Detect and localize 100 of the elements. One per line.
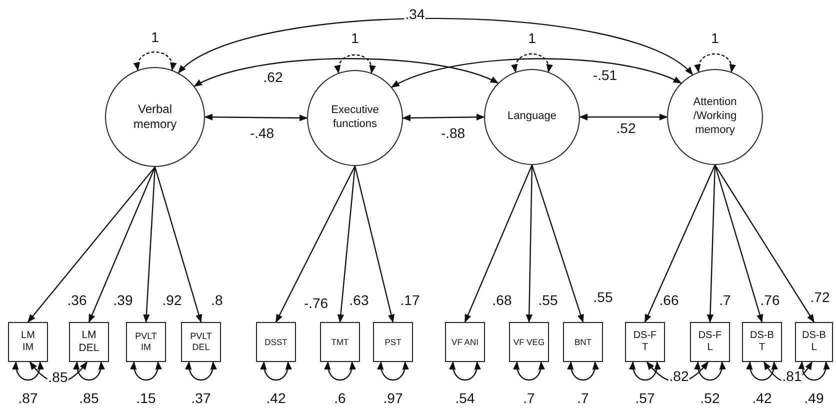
edge-label: .42 <box>265 391 287 405</box>
edge-label: .76 <box>759 293 781 307</box>
variance-loop-arrow <box>260 361 292 380</box>
variable-name: Attention /Working memory <box>692 96 738 138</box>
covariance-arrow <box>391 58 682 88</box>
variable-name: DS-B T <box>749 330 775 354</box>
observed-variable-box <box>509 322 549 362</box>
variable-name: VF VEG <box>512 336 546 348</box>
covariance-arrow <box>579 114 668 120</box>
variable-name: Language <box>506 110 558 124</box>
edge-label: -.88 <box>440 126 466 140</box>
edge-label: .42 <box>751 391 773 405</box>
observed-variable-box <box>742 322 782 362</box>
observed-variable-box <box>625 322 665 362</box>
variable-name: DS-F T <box>632 330 658 354</box>
variance-loop-arrow <box>134 52 176 71</box>
variable-name: TMT <box>330 336 350 348</box>
edge-label: .8 <box>210 293 224 307</box>
variable-name: PST <box>384 336 402 348</box>
variable-name: DSST <box>264 336 288 348</box>
edge-label: .55 <box>537 293 559 307</box>
edge-label: -.51 <box>592 68 618 82</box>
edge-label: .85 <box>78 391 100 405</box>
edge-label: .49 <box>803 391 825 405</box>
covariance-arrow <box>764 361 812 383</box>
loading-arrow <box>337 166 356 323</box>
observed-variable-box <box>8 322 48 362</box>
edge-label: .6 <box>333 391 347 405</box>
edge-label: .72 <box>809 290 831 304</box>
edge-label: .37 <box>190 391 212 405</box>
observed-variable-box <box>690 322 730 362</box>
variance-loop-arrow <box>746 361 778 380</box>
edge-label: .68 <box>491 293 513 307</box>
edge-label: .85 <box>47 370 69 384</box>
edge-label: .36 <box>66 293 88 307</box>
edge-label: 1 <box>527 31 537 45</box>
edge-label: .7 <box>718 293 732 307</box>
variable-name: Executive functions <box>330 104 380 132</box>
variance-loop-arrow <box>798 361 830 380</box>
edge-label: .92 <box>161 293 183 307</box>
observed-variable-box <box>126 322 166 362</box>
edge-label: .63 <box>348 293 370 307</box>
variance-loop-arrow <box>186 361 216 380</box>
loading-arrow <box>531 164 584 323</box>
variable-name: DS-F L <box>697 330 723 354</box>
edge-label: .81 <box>781 369 803 383</box>
loading-arrow <box>275 166 356 323</box>
loading-arrow <box>644 164 716 323</box>
variance-loop-arrow <box>695 53 735 73</box>
edge-label: .7 <box>576 391 590 405</box>
loading-arrow <box>706 164 716 323</box>
variable-name: LM IM <box>20 330 36 354</box>
variance-loop-arrow <box>512 53 552 73</box>
variance-loop-arrow <box>324 361 356 380</box>
edge-label: .87 <box>17 391 39 405</box>
variance-loop-arrow <box>335 54 375 74</box>
edge-label: .82 <box>668 369 690 383</box>
covariance-arrow <box>646 361 709 383</box>
observed-variable-box <box>445 322 485 362</box>
covariance-arrow <box>178 18 694 76</box>
loading-arrow <box>526 164 533 323</box>
observed-variable-box <box>256 322 296 362</box>
edge-label: 1 <box>350 31 360 45</box>
covariance-arrow <box>194 58 499 87</box>
variable-name: Verbal memory <box>132 102 178 132</box>
variable-name: LM DEL <box>78 328 100 356</box>
edge-label: .52 <box>615 121 637 135</box>
edge-label: .7 <box>522 391 536 405</box>
variance-loop-arrow <box>130 361 162 380</box>
observed-variable-box <box>181 322 221 362</box>
loading-arrow <box>714 164 764 323</box>
observed-variable-box <box>69 322 109 362</box>
loading-arrow <box>354 166 394 323</box>
variance-loop-arrow <box>12 361 44 380</box>
edge-label: .39 <box>112 293 134 307</box>
variance-loop-arrow <box>630 361 660 380</box>
variable-name: VF ANI <box>450 336 480 348</box>
covariance-arrow <box>402 114 485 122</box>
edge-label: .57 <box>634 391 656 405</box>
edge-label: .66 <box>658 293 680 307</box>
edge-label: .15 <box>135 391 157 405</box>
observed-variable-box <box>795 322 833 362</box>
variable-name: BNT <box>574 336 592 348</box>
variance-loop-arrow <box>568 361 598 380</box>
covariance-arrow <box>204 114 308 122</box>
loading-arrow <box>27 166 156 323</box>
edge-label: -.76 <box>302 296 330 310</box>
variance-loop-arrow <box>694 361 726 380</box>
variable-name: PVLT DEL <box>189 330 213 354</box>
variance-loop-arrow <box>514 361 544 380</box>
variance-loop-arrow <box>450 361 480 380</box>
observed-variable-box <box>563 322 603 362</box>
edge-label: .62 <box>262 70 284 84</box>
loading-arrow <box>154 166 202 323</box>
variance-loop-arrow <box>378 361 408 380</box>
edge-label: .97 <box>382 391 404 405</box>
observed-variable-box <box>373 322 413 362</box>
loading-arrow <box>714 164 814 323</box>
loading-arrow <box>464 164 533 323</box>
edge-label: 1 <box>710 31 720 45</box>
